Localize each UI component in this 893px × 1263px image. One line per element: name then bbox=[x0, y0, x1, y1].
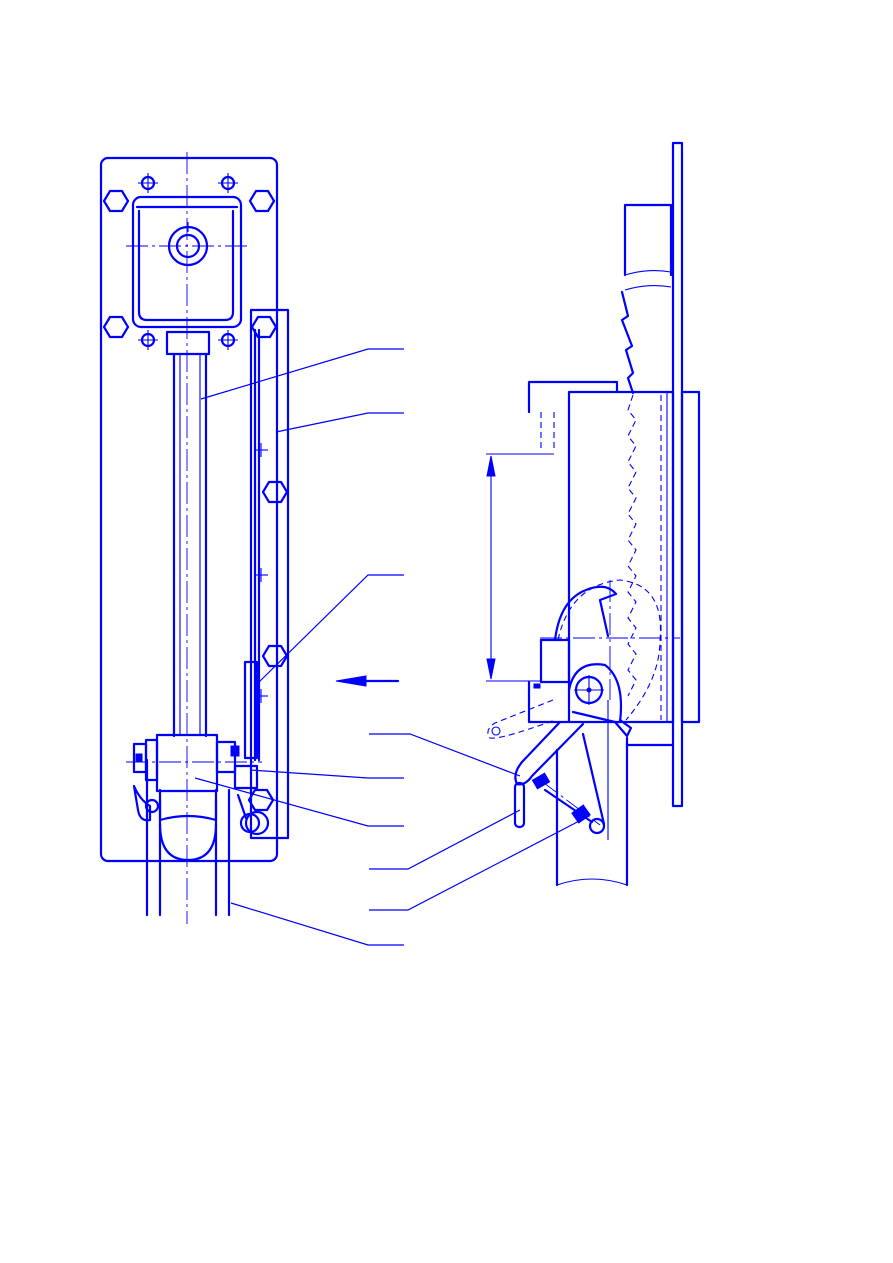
toothed-rack bbox=[620, 290, 635, 395]
callout-8 bbox=[369, 817, 586, 911]
wall-plate bbox=[671, 141, 684, 808]
callout-2 bbox=[275, 412, 404, 433]
release-lever bbox=[513, 720, 606, 835]
callout-4 bbox=[369, 733, 521, 777]
switch-plate bbox=[243, 660, 259, 760]
guide-rail bbox=[249, 308, 290, 840]
callout-5 bbox=[249, 769, 404, 779]
cam-arm bbox=[527, 579, 680, 738]
direction-arrow-icon bbox=[335, 675, 400, 687]
lower-pipe bbox=[555, 700, 675, 887]
callout-3 bbox=[257, 574, 404, 684]
hex-nut-icon bbox=[102, 189, 130, 213]
callout-9 bbox=[230, 902, 404, 946]
front-view bbox=[99, 152, 290, 924]
callout-7 bbox=[369, 809, 521, 870]
hex-nut-icon bbox=[102, 315, 130, 339]
callout-1 bbox=[200, 348, 404, 400]
hex-nut-icon bbox=[261, 480, 289, 504]
dimension-travel bbox=[486, 453, 554, 682]
bolt-top-left bbox=[138, 173, 158, 193]
motor-housing bbox=[126, 195, 250, 329]
lower-fork bbox=[132, 758, 231, 917]
bolt-mid-left bbox=[138, 330, 158, 350]
bolt-mid-right bbox=[218, 330, 238, 350]
bolt-top-right bbox=[218, 173, 238, 193]
callout-6 bbox=[194, 777, 404, 827]
hex-nut-icon bbox=[247, 788, 275, 812]
callout-leaders bbox=[194, 348, 586, 946]
side-view bbox=[486, 141, 701, 887]
carriage-block bbox=[126, 733, 270, 836]
coupling bbox=[165, 330, 211, 356]
lead-screw bbox=[172, 352, 208, 738]
side-housing bbox=[567, 390, 675, 724]
hex-nut-icon bbox=[248, 189, 276, 213]
hex-nut-icon bbox=[261, 644, 289, 668]
